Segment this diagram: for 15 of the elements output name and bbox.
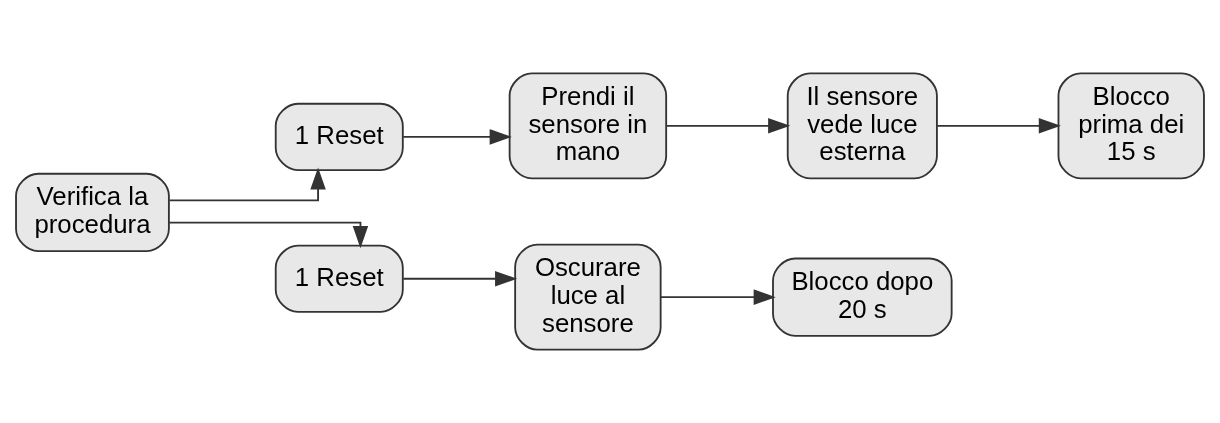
arrow [168, 167, 326, 202]
node-box: Il sensore vede luce esterna [786, 72, 938, 180]
node-box: Blocco dopo 20 s [772, 257, 953, 337]
node-box: Verifica la procedura [15, 172, 170, 252]
node-box: Prendi il sensore in mano [508, 72, 668, 180]
node-box: 1 Reset [274, 244, 404, 313]
node-box: Blocco prima dei 15 s [1057, 72, 1205, 180]
node-box: Oscurare luce al sensore [514, 243, 662, 351]
node-box: 1 Reset [274, 102, 404, 171]
arrow [665, 118, 791, 134]
arrow [402, 271, 518, 287]
arrow [402, 129, 512, 145]
arrow [659, 289, 776, 305]
arrow [168, 221, 369, 249]
arrow [936, 118, 1061, 134]
